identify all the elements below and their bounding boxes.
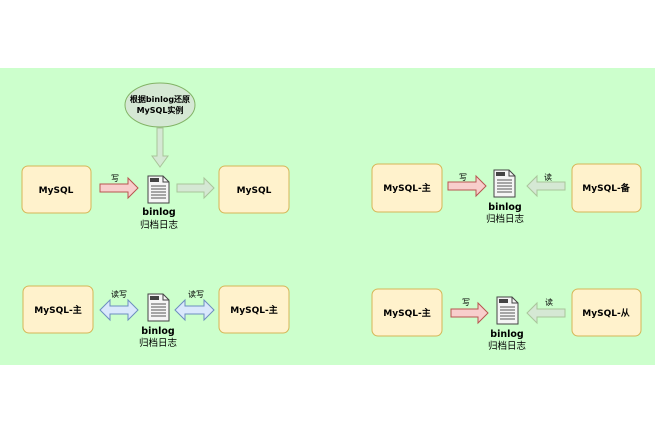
down-arrow xyxy=(151,127,169,168)
mysql-standby-label: MySQL-备 xyxy=(582,182,630,194)
read-arrow xyxy=(526,301,566,325)
dual-master-scenario: MySQL-主 读写 binlog 归档日志 读写 MySQL-主 xyxy=(22,285,290,349)
mysql-master-label: MySQL-主 xyxy=(383,182,430,194)
mysql-source-box xyxy=(21,165,92,214)
doc-label-1: binlog xyxy=(490,329,523,340)
ellipse-text-2: MySQL实例 xyxy=(137,105,184,115)
read-write-label-left: 读写 xyxy=(111,289,127,299)
mysql-master-left-box xyxy=(22,285,94,334)
mysql-target-box xyxy=(218,165,290,214)
binlog-file-icon xyxy=(496,296,519,325)
write-arrow xyxy=(99,176,139,200)
mysql-master-left-label: MySQL-主 xyxy=(34,304,81,316)
mysql-master-right-label: MySQL-主 xyxy=(230,304,277,316)
background-area xyxy=(0,68,655,365)
restore-arrow xyxy=(176,176,215,200)
doc-label-2: 归档日志 xyxy=(139,337,177,349)
mysql-standby-box xyxy=(571,163,642,213)
master-slave-scenario: MySQL-主 写 binlog 归档日志 读 MySQL-从 xyxy=(371,288,642,352)
doc-label-1: binlog xyxy=(142,207,175,218)
mysql-master-right-box xyxy=(218,285,290,334)
doc-label-2: 归档日志 xyxy=(486,213,524,225)
mysql-master-box xyxy=(371,288,443,337)
doc-label-1: binlog xyxy=(141,326,174,337)
read-write-label-right: 读写 xyxy=(188,289,204,299)
write-label: 写 xyxy=(111,174,119,183)
read-label: 读 xyxy=(545,297,553,307)
restore-ellipse xyxy=(124,82,196,128)
binlog-file-icon xyxy=(147,175,170,204)
restore-scenario: 根据binlog还原 MySQL实例 MySQL 写 binlog 归档日志 M… xyxy=(21,82,290,231)
mysql-slave-label: MySQL-从 xyxy=(582,308,629,319)
master-standby-scenario: MySQL-主 写 binlog 归档日志 读 MySQL-备 xyxy=(371,163,642,225)
binlog-file-icon xyxy=(147,293,170,322)
doc-label-1: binlog xyxy=(488,202,521,213)
read-label: 读 xyxy=(544,172,552,182)
mysql-target-label: MySQL xyxy=(237,186,272,196)
doc-label-2: 归档日志 xyxy=(488,340,526,352)
ellipse-text-1: 根据binlog还原 xyxy=(130,94,190,104)
write-label: 写 xyxy=(462,298,470,307)
doc-label-2: 归档日志 xyxy=(140,219,178,231)
write-arrow xyxy=(450,301,489,325)
read-arrow xyxy=(526,174,566,198)
binlog-file-icon xyxy=(493,169,516,198)
mysql-master-label: MySQL-主 xyxy=(383,307,430,319)
mysql-source-label: MySQL xyxy=(39,186,74,196)
read-write-arrow-left xyxy=(99,298,139,322)
write-arrow xyxy=(447,174,487,198)
mysql-slave-box xyxy=(571,288,642,337)
write-label: 写 xyxy=(459,173,467,182)
read-write-arrow-right xyxy=(174,298,215,322)
mysql-master-box xyxy=(371,163,443,213)
